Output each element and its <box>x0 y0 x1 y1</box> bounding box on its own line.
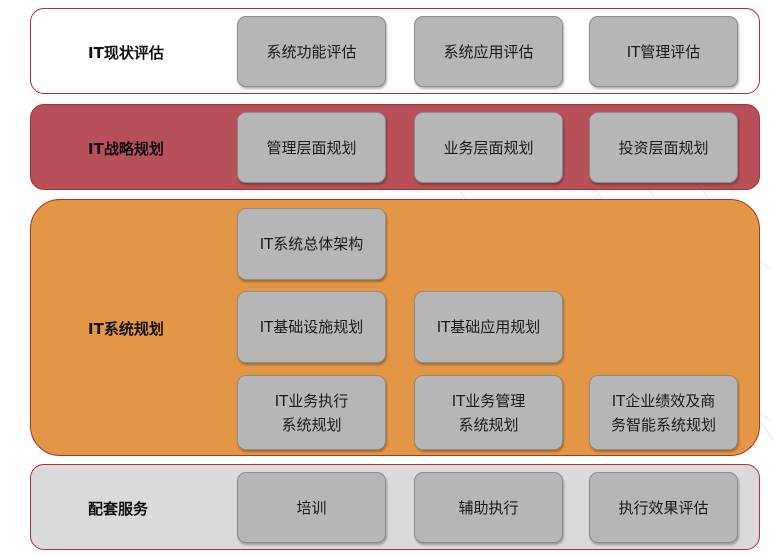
box-system-application-assessment: 系统应用评估 <box>414 16 563 87</box>
label-strategy-planning: IT战略规划 <box>88 140 164 158</box>
label-support-services: 配套服务 <box>88 500 149 518</box>
box-basic-application-planning: IT基础应用规划 <box>414 291 563 363</box>
box-assisted-execution: 辅助执行 <box>414 472 563 543</box>
label-system-planning: IT系统规划 <box>88 320 164 338</box>
box-management-level-planning: 管理层面规划 <box>237 112 386 183</box>
box-it-management-assessment: IT管理评估 <box>589 16 738 87</box>
label-current-assessment: IT现状评估 <box>88 44 164 62</box>
box-system-architecture: IT系统总体架构 <box>237 208 386 280</box>
box-system-function-assessment: 系统功能评估 <box>237 16 386 87</box>
box-business-management-systems: IT业务管理 系统规划 <box>414 375 563 450</box>
box-training: 培训 <box>237 472 386 543</box>
box-performance-bi-systems: IT企业绩效及商 务智能系统规划 <box>589 375 738 450</box>
box-execution-effect-assessment: 执行效果评估 <box>589 472 738 543</box>
box-business-execution-systems: IT业务执行 系统规划 <box>237 375 386 450</box>
box-business-level-planning: 业务层面规划 <box>414 112 563 183</box>
box-infrastructure-planning: IT基础设施规划 <box>237 291 386 363</box>
box-investment-level-planning: 投资层面规划 <box>589 112 738 183</box>
